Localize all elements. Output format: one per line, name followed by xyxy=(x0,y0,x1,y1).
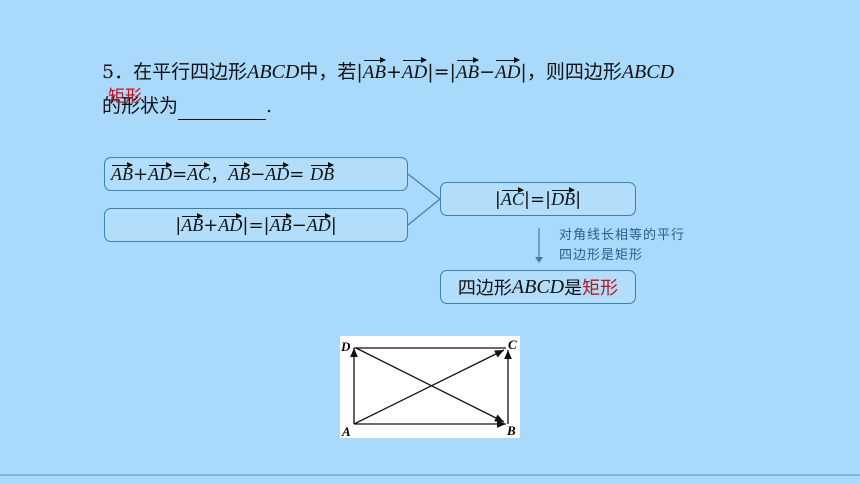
result-is: 是 xyxy=(564,278,583,299)
box1-equals-1: = xyxy=(172,163,188,185)
box1-vector-ab-2: AB xyxy=(228,161,251,184)
label-c: C xyxy=(508,337,517,352)
result-shape: 矩形 xyxy=(582,278,619,299)
box1-vector-ad: AD xyxy=(148,161,173,184)
reason-note: 对角线长相等的平行 四边形是矩形 xyxy=(559,226,685,266)
answer-blank xyxy=(178,97,267,120)
merge-connector xyxy=(407,173,441,226)
bottom-rule xyxy=(0,474,860,476)
box1-comma: ， xyxy=(210,165,229,186)
box1-minus: − xyxy=(250,163,266,185)
vector-ad-2: AD xyxy=(495,57,521,87)
label-a: A xyxy=(341,424,351,438)
question-intro: 在平行四边形 xyxy=(133,61,248,83)
result-prefix: 四边形 xyxy=(457,278,512,299)
box2-vector-ab: AB xyxy=(181,212,204,235)
rectangle-diagram: A B C D xyxy=(340,337,517,439)
diagonal-db-line xyxy=(355,347,505,423)
box1-vector-ad-2: AD xyxy=(265,161,290,184)
question-line-2: 的形状为. xyxy=(102,92,272,120)
box3-equals: = xyxy=(529,188,546,210)
reason-note-line-1: 对角线长相等的平行 xyxy=(559,228,686,243)
question-middle: 中，若 xyxy=(299,61,357,83)
reason-note-line-2: 四边形是矩形 xyxy=(559,248,644,263)
minus-sign: − xyxy=(479,61,496,83)
label-b: B xyxy=(506,423,516,438)
diagonal-ac-line xyxy=(353,349,505,425)
quad-name-2: ABCD xyxy=(621,61,675,83)
derivation-box-1: AB+AD=AC，AB−AD= DB xyxy=(104,157,408,191)
vector-ab: AB xyxy=(363,57,387,87)
quad-name: ABCD xyxy=(247,61,300,83)
box2-minus: − xyxy=(291,214,307,236)
question-number: 5． xyxy=(102,61,134,83)
vector-ab-2: AB xyxy=(456,57,480,87)
question-tail: ，则四边形 xyxy=(526,61,622,83)
rectangle-figure: A B C D xyxy=(340,336,520,439)
box1-vector-db: DB xyxy=(310,161,335,184)
derivation-box-2: |AB+AD|=|AB−AD| xyxy=(104,208,408,242)
box1-plus: + xyxy=(133,163,149,185)
question-line-1: 5．在平行四边形ABCD中，若|AB+AD|=|AB−AD|，则四边形ABCD xyxy=(102,57,675,87)
box2-vector-ad: AD xyxy=(218,212,243,235)
conclusion-box-lengths: |AC|=|DB| xyxy=(440,182,636,216)
box2-equals: = xyxy=(248,214,264,236)
result-quad: ABCD xyxy=(511,275,565,298)
question-end: . xyxy=(266,95,273,117)
box3-vector-ac: AC xyxy=(500,186,524,209)
box2-vector-ab-2: AB xyxy=(269,212,292,235)
box1-vector-ab: AB xyxy=(111,161,133,184)
label-d: D xyxy=(340,339,351,354)
equals-sign: = xyxy=(433,61,450,83)
box1-equals-2: = xyxy=(289,163,305,185)
box2-plus: + xyxy=(203,214,219,236)
down-arrow-head xyxy=(535,257,543,263)
box3-vector-db: DB xyxy=(551,186,576,209)
answer-text: 矩形 xyxy=(108,87,142,107)
box2-vector-ad-2: AD xyxy=(306,212,331,235)
vector-ad: AD xyxy=(402,57,428,87)
box1-vector-ac: AC xyxy=(187,161,211,184)
plus-sign: + xyxy=(385,61,402,83)
question-line2-text: 的形状为 xyxy=(102,95,179,117)
